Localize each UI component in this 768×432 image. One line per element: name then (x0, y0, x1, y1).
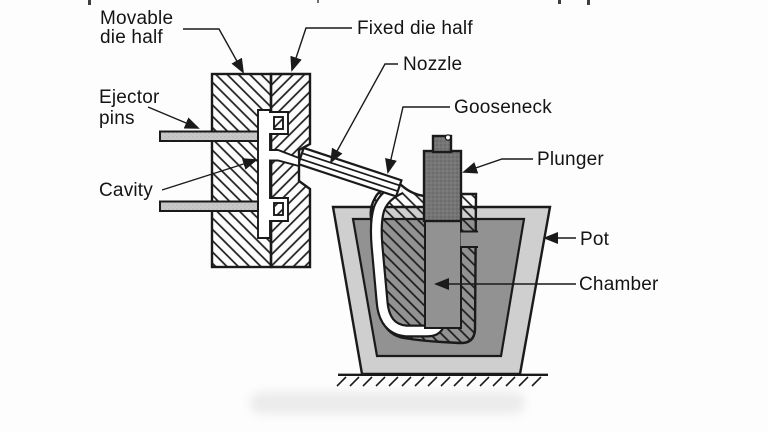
label-pot: Pot (580, 229, 610, 250)
label-movable-die-half-line2: die half (100, 27, 163, 48)
nozzle-bore-wall (301, 152, 400, 187)
movable-die-leader (183, 28, 244, 74)
label-chamber: Chamber (579, 274, 659, 295)
label-fixed-die-half: Fixed die half (357, 18, 473, 39)
ejector-pin-upper (159, 130, 259, 142)
cropped-text-fragment (88, 0, 91, 5)
gooseneck-leader (385, 106, 450, 174)
label-ejector-pins-line1: Ejector (99, 87, 160, 108)
cavity (257, 109, 300, 239)
ground-hatching (336, 376, 542, 387)
label-ejector-pins: Ejector pins (99, 87, 165, 129)
intake-port (460, 231, 478, 247)
plunger-cap-notch (444, 134, 452, 141)
cropped-text-fragment (317, 0, 319, 3)
cavity-leader (161, 158, 258, 191)
nozzle-tube (296, 146, 403, 198)
fixed-die-half (269, 72, 312, 269)
ejector-pin-lower (159, 200, 259, 212)
label-nozzle: Nozzle (403, 54, 462, 75)
nozzle-bore-wall (299, 158, 399, 192)
label-movable-die-half-line1: Movable (100, 8, 173, 29)
plunger (422, 149, 463, 223)
ejector-pins-leader (147, 106, 200, 129)
cavity-core-island-top (273, 116, 284, 130)
nozzle (296, 146, 403, 198)
label-ejector-pins-line2: pins (99, 108, 135, 129)
label-cavity: Cavity (99, 180, 153, 201)
cropped-text-fragment (558, 0, 561, 4)
gooseneck-channel (372, 184, 444, 336)
fixed-die-leader (290, 27, 352, 72)
chamber (424, 218, 462, 329)
nozzle-leader (330, 63, 398, 164)
cavity-core-island-bottom (273, 202, 284, 216)
cropped-text-fragment (587, 0, 590, 5)
cropped-text-fragments (88, 0, 590, 5)
label-plunger: Plunger (537, 149, 604, 170)
scan-smudge (250, 392, 525, 414)
plunger-leader (462, 158, 533, 174)
label-movable-die-half: Movable die half (100, 8, 179, 48)
label-gooseneck: Gooseneck (454, 97, 552, 118)
